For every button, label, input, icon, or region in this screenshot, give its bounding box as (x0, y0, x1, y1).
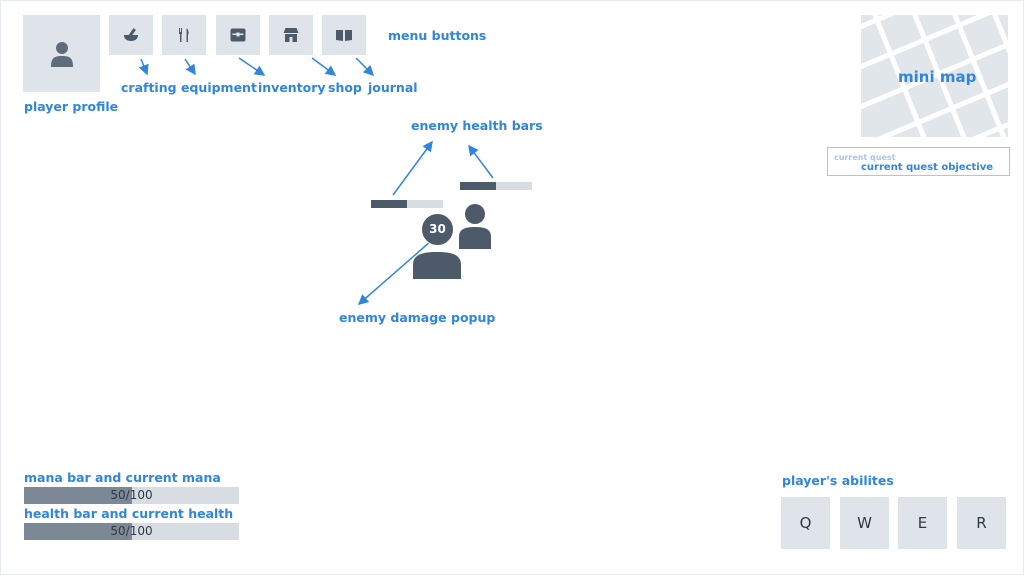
mana-value: 50/100 (110, 488, 153, 502)
player-profile-label: player profile (24, 99, 119, 114)
journal-label: journal (368, 80, 418, 95)
enemy-health-bar-2 (460, 182, 532, 190)
damage-popup-arrow (357, 240, 432, 305)
health-bar-fill (24, 523, 132, 540)
quest-objective: current quest objective (861, 162, 994, 173)
shop-arrow (311, 57, 337, 76)
enemy-health-bars-label: enemy health bars (411, 118, 543, 133)
shop-button[interactable] (269, 15, 313, 55)
book-icon (336, 30, 352, 41)
ability-r-button[interactable]: R (957, 497, 1006, 549)
journal-button[interactable] (322, 15, 366, 55)
enemy-bar-arrow-left (392, 140, 433, 196)
crafting-label: crafting (121, 80, 177, 95)
equipment-button[interactable] (162, 15, 206, 55)
equipment-label: equipment (181, 80, 257, 95)
ability-w-button[interactable]: W (840, 497, 889, 549)
enemy-damage-popup-label: enemy damage popup (339, 310, 496, 325)
ability-e-button[interactable]: E (898, 497, 947, 549)
shop-label: shop (328, 80, 362, 95)
enemy-bar-arrow-right (468, 144, 494, 179)
mortar-pestle-icon (124, 28, 138, 41)
mana-bar-fill (24, 487, 132, 504)
journal-arrow (355, 57, 375, 77)
inventory-arrow (238, 57, 266, 76)
mana-bar-label: mana bar and current mana (24, 470, 221, 485)
mini-map-label: mini map (898, 68, 977, 86)
enemy-health-bar-2-fill (460, 182, 496, 190)
current-quest-panel[interactable]: current quest current quest objective (827, 147, 1010, 176)
health-bar: 50/100 (24, 523, 239, 540)
quest-caption: current quest (834, 153, 896, 162)
mana-bar: 50/100 (24, 487, 239, 504)
enemy-figure-1[interactable] (411, 237, 463, 279)
health-value: 50/100 (110, 524, 153, 538)
utensils-icon (179, 28, 189, 42)
mini-map[interactable]: mini map (861, 15, 1008, 137)
enemy-figure-2[interactable] (457, 203, 493, 249)
enemy-health-bar-1-fill (371, 200, 407, 208)
ability-q-button[interactable]: Q (781, 497, 830, 549)
menu-buttons-label: menu buttons (388, 28, 487, 43)
health-bar-label: health bar and current health (24, 506, 234, 521)
map-grid (861, 15, 1008, 137)
enemy-health-bar-1 (371, 200, 443, 208)
damage-popup: 30 (421, 213, 454, 246)
crafting-arrow (138, 58, 149, 76)
chest-icon (230, 28, 246, 42)
crafting-button[interactable] (109, 15, 153, 55)
user-icon (50, 41, 73, 67)
equipment-arrow (184, 58, 196, 76)
inventory-label: inventory (258, 80, 326, 95)
abilities-label: player's abilites (782, 473, 894, 488)
inventory-button[interactable] (216, 15, 260, 55)
player-profile[interactable] (23, 15, 100, 92)
store-icon (283, 28, 299, 42)
